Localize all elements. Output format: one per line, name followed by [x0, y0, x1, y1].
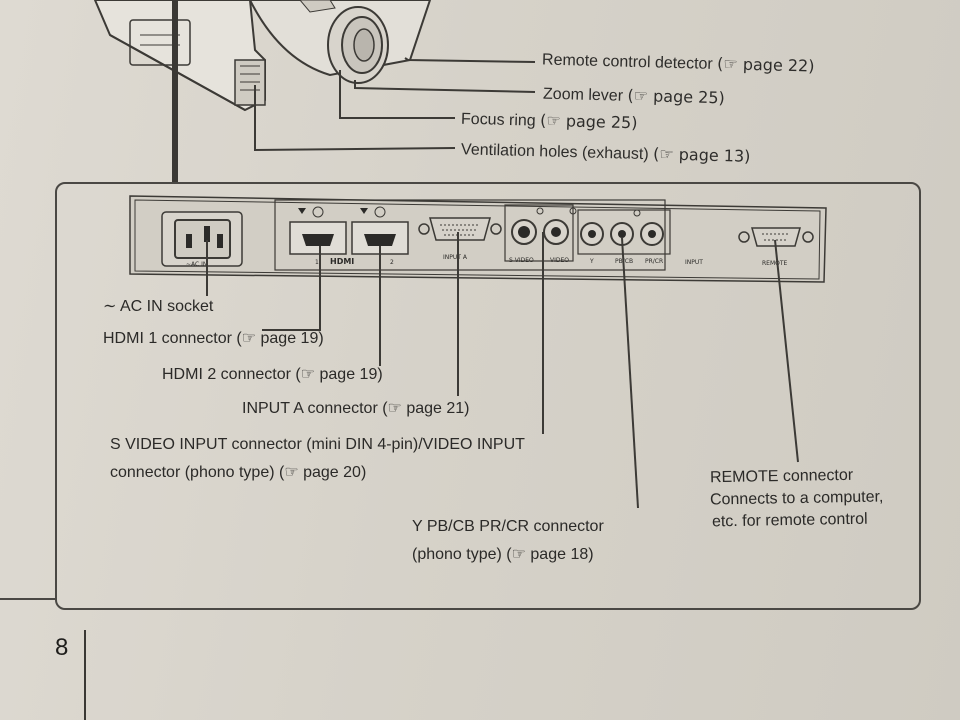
ypbpr-label-line-1: Y PB/CB PR/CR connector [412, 518, 604, 535]
s-video-marking: S VIDEO [509, 257, 534, 264]
hdmi-1-marking: 1 [315, 259, 319, 266]
input-a-label: INPUT A connector (☞ page 21) [242, 400, 470, 417]
pr-cr-marking: PR/CR [645, 258, 663, 265]
page-number-rule [84, 630, 86, 720]
video-marking: VIDEO [550, 257, 569, 264]
margin-rule [0, 598, 55, 600]
s-video-label-line-2: connector (phono type) (☞ page 20) [110, 464, 367, 481]
hdmi-2-label: HDMI 2 connector (☞ page 19) [162, 366, 383, 383]
connector-panel-box [55, 182, 921, 610]
s-video-label-line-1: S VIDEO INPUT connector (mini DIN 4-pin)… [110, 436, 525, 453]
hdmi-2-marking: 2 [390, 259, 394, 266]
input-marking: INPUT [685, 259, 703, 266]
hdmi-1-label: HDMI 1 connector (☞ page 19) [103, 330, 324, 347]
y-marking: Y [589, 258, 594, 265]
remote-label-line-2: Connects to a computer, [709, 488, 884, 509]
ypbpr-label-line-2: (phono type) (☞ page 18) [412, 546, 594, 563]
remote-label-line-3: etc. for remote control [711, 510, 868, 531]
remote-port [751, 227, 801, 247]
ac-in-socket-label: ∼ AC IN socket [103, 298, 214, 315]
remote-label-line-1: REMOTE connector [709, 466, 854, 487]
ac-in-marking: ~AC IN [186, 261, 207, 268]
remote-marking: REMOTE [762, 260, 788, 267]
hdmi-logo: HDMI [330, 257, 354, 266]
vent-grille [129, 19, 191, 66]
page-number: 8 [55, 634, 69, 661]
projector-illustration [93, 0, 536, 182]
input-a-port [429, 217, 491, 241]
input-a-marking: INPUT A [443, 254, 468, 261]
